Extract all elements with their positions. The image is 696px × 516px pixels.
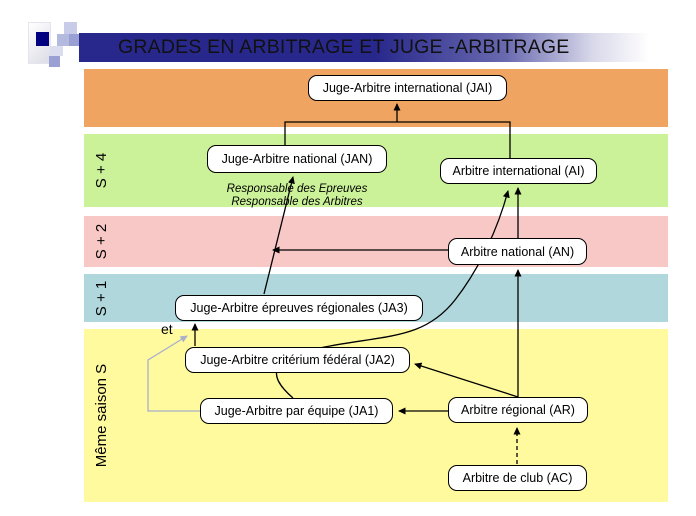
node-juge-arbitre-international: Juge-Arbitre international (JAI) — [308, 75, 507, 101]
title-bar: GRADES EN ARBITRAGE ET JUGE -ARBITRAGE — [79, 33, 649, 62]
et-label: et — [161, 321, 173, 337]
logo-square-icon — [57, 34, 69, 46]
responsable-epreuves-note: Responsable des Epreuves — [226, 183, 368, 195]
responsable-notes: Responsable des Epreuves Responsable des… — [207, 183, 387, 209]
logo-square-icon — [64, 22, 77, 34]
logo-navy-square-icon — [36, 32, 49, 46]
node-juge-arbitre-national: Juge-Arbitre national (JAN) — [207, 145, 387, 173]
logo-square-icon — [50, 46, 63, 56]
node-arbitre-regional: Arbitre régional (AR) — [448, 397, 588, 423]
node-juge-arbitre-epreuves-regionales: Juge-Arbitre épreuves régionales (JA3) — [175, 295, 423, 321]
logo-square-icon — [49, 56, 60, 67]
logo-square-icon — [69, 34, 80, 46]
node-arbitre-de-club: Arbitre de club (AC) — [448, 465, 587, 491]
arrow-ja1-to-et-gray — [147, 335, 200, 412]
node-arbitre-international: Arbitre international (AI) — [440, 158, 597, 184]
arrow-ja3-to-jan — [263, 176, 295, 295]
node-juge-arbitre-par-equipe: Juge-Arbitre par équipe (JA1) — [200, 398, 393, 424]
responsable-arbitres-note: Responsable des Arbitres — [231, 196, 363, 209]
arrow-ar-to-ja2 — [414, 362, 519, 398]
node-arbitre-national: Arbitre national (AN) — [448, 238, 587, 265]
page-title: GRADES EN ARBITRAGE ET JUGE -ARBITRAGE — [118, 36, 570, 58]
node-juge-arbitre-criterium-federal: Juge-Arbitre critérium fédéral (JA2) — [185, 347, 410, 373]
